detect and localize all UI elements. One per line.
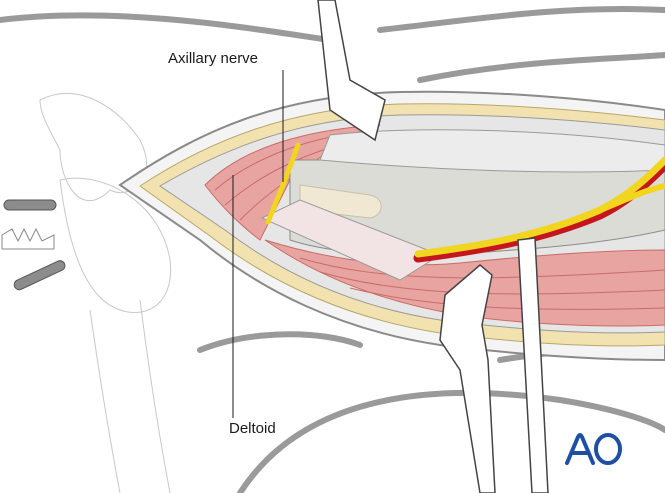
axillary-nerve-branch (265, 142, 301, 225)
ao-logo (565, 433, 622, 465)
incision (118, 90, 665, 362)
deltoid-label: Deltoid (229, 420, 276, 437)
artery (413, 160, 665, 263)
retractor-bottom-left (439, 264, 496, 493)
retractor-bottom-right (517, 237, 549, 493)
axillary-nerve-label: Axillary nerve (168, 50, 259, 67)
screw-bottom (13, 260, 66, 291)
screws (1, 199, 66, 291)
screw-middle (1, 227, 55, 250)
retractor-top (317, 0, 386, 142)
screw-top (3, 199, 57, 211)
neurovascular-bundle (265, 142, 665, 263)
axillary-nerve-trunk (414, 156, 665, 258)
shoulder-bone-outline (39, 93, 172, 493)
retractors (317, 0, 549, 493)
